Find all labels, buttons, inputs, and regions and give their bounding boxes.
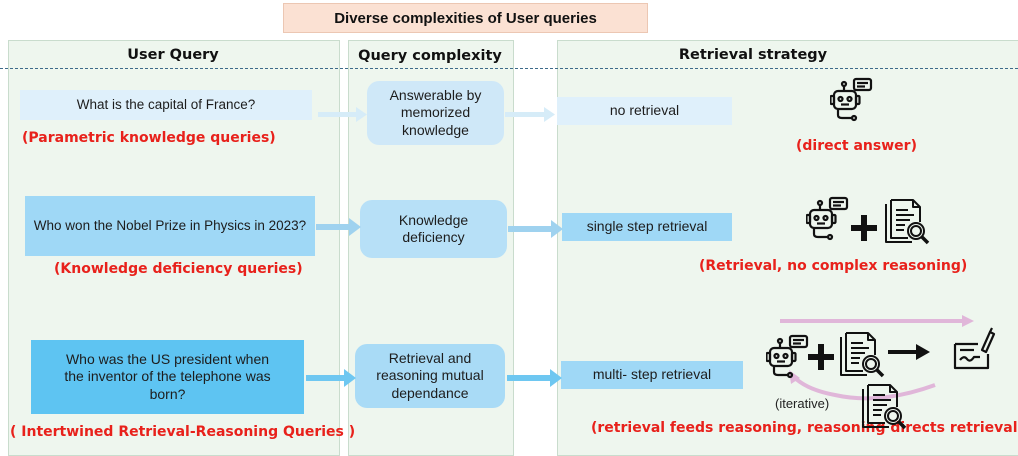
document-search-icon — [862, 384, 907, 430]
robot-icon — [766, 334, 809, 379]
query-type-label-1: (Parametric knowledge queries) — [22, 130, 276, 146]
query-complexity-header: Query complexity — [358, 48, 502, 64]
complexity-box-2: Knowledge deficiency — [360, 200, 507, 258]
signed-document-icon — [953, 327, 996, 370]
complexity-box-1: Answerable by memorized knowledge — [367, 81, 504, 145]
header-divider — [0, 68, 1018, 69]
arrow-complexity-to-strategy-1 — [505, 107, 555, 122]
robot-icon — [806, 196, 849, 241]
arrow-complexity-to-strategy-3 — [507, 369, 562, 387]
outcome-label-1: (direct answer) — [796, 138, 917, 154]
plus-icon — [851, 215, 877, 241]
plus-icon — [808, 344, 834, 370]
query-box-2: Who won the Nobel Prize in Physics in 20… — [25, 196, 315, 256]
outcome-label-2: (Retrieval, no complex reasoning) — [699, 258, 968, 274]
arrow-complexity-to-strategy-2 — [508, 220, 563, 238]
arrow-query-to-complexity-1 — [318, 107, 367, 122]
query-type-label-2: (Knowledge deficiency queries) — [54, 261, 303, 277]
user-query-header: User Query — [127, 47, 219, 63]
strategy-box-1: no retrieval — [557, 97, 732, 125]
arrow-right-icon — [888, 344, 930, 360]
document-search-icon — [885, 199, 930, 245]
document-search-icon — [840, 332, 885, 378]
retrieval-strategy-header: Retrieval strategy — [678, 47, 828, 63]
diagram-title: Diverse complexities of User queries — [283, 3, 648, 33]
query-box-3: Who was the US president when the invent… — [31, 340, 304, 414]
arrow-query-to-complexity-2 — [316, 218, 361, 236]
iterative-loop-arrows — [780, 315, 974, 401]
query-type-label-3: ( Intertwined Retrieval-Reasoning Querie… — [10, 424, 356, 440]
complexity-box-3: Retrieval and reasoning mutual dependanc… — [355, 344, 505, 408]
robot-icon — [830, 77, 873, 122]
iterative-label: (iterative) — [775, 396, 830, 411]
outcome-label-3: (retrieval feeds reasoning, reasoning di… — [591, 420, 1018, 436]
strategy-box-3: multi- step retrieval — [561, 361, 743, 389]
query-box-1: What is the capital of France? — [20, 90, 312, 120]
strategy-box-2: single step retrieval — [562, 213, 732, 241]
arrow-query-to-complexity-3 — [306, 369, 356, 387]
